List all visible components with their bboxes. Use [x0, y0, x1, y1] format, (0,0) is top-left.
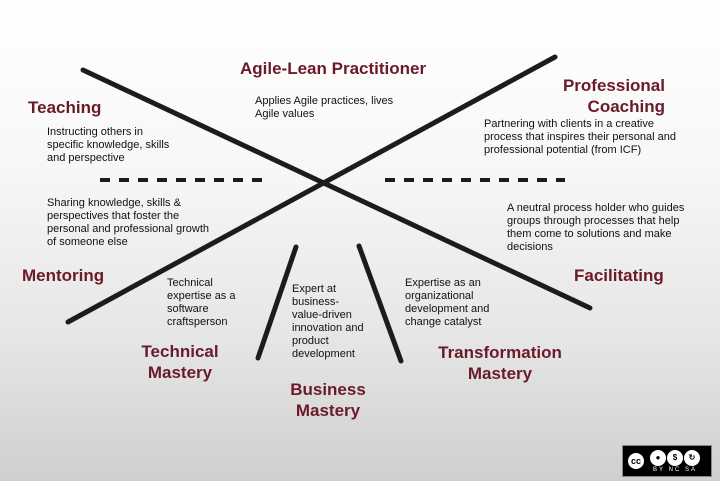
business-mastery-title: Business Mastery — [278, 379, 378, 421]
teaching-description: Instructing others in specific knowledge… — [47, 126, 170, 164]
facilitating-title: Facilitating — [574, 266, 664, 285]
business-mastery-description: Expert at business-value-driven innovati… — [292, 283, 364, 360]
sharealike-icon: ↻ — [684, 449, 700, 466]
license-nc-label: NC — [668, 466, 682, 473]
technical-mastery-title-line1: Technical — [141, 342, 219, 361]
business-mastery-title-line2: Mastery — [295, 401, 361, 420]
professional-coaching-title: Professional Coaching — [540, 75, 665, 117]
cc-license-terms: ● $ ↻ BY NC SA — [650, 449, 700, 473]
noncommercial-icon: $ — [667, 449, 683, 466]
license-sa-label: SA — [684, 466, 697, 473]
cc-icon: cc — [626, 451, 646, 471]
transformation-mastery-title: Transformation Mastery — [430, 342, 570, 384]
mastery-line-left — [255, 244, 299, 361]
mastery-line-right — [356, 243, 404, 364]
mentoring-description: Sharing knowledge, skills & perspectives… — [47, 197, 210, 248]
business-mastery-title-line1: Business — [290, 380, 366, 399]
center-description: Applies Agile practices, lives Agile val… — [255, 95, 394, 120]
transformation-mastery-title-line2: Mastery — [467, 364, 533, 383]
cc-license-labels: BY NC SA — [653, 467, 697, 473]
mentoring-title: Mentoring — [22, 266, 105, 285]
teaching-title: Teaching — [28, 98, 102, 117]
technical-mastery-description: Technical expertise as a software crafts… — [167, 277, 236, 328]
technical-mastery-title-line2: Mastery — [147, 363, 213, 382]
technical-mastery-title: Technical Mastery — [130, 341, 230, 383]
center-title: Agile-Lean Practitioner — [240, 59, 427, 78]
license-by-label: BY — [653, 466, 665, 473]
diagonal-line-ascending — [65, 54, 558, 325]
attribution-icon: ● — [650, 449, 666, 466]
creative-commons-badge: cc ● $ ↻ BY NC SA — [622, 445, 712, 477]
professional-coaching-description: Partnering with clients in a creative pr… — [484, 118, 676, 156]
diagonal-line-descending — [80, 67, 593, 311]
professional-coaching-title-line2: Coaching — [587, 97, 665, 116]
professional-coaching-title-line1: Professional — [562, 76, 665, 95]
transformation-mastery-title-line1: Transformation — [438, 343, 562, 362]
transformation-mastery-description: Expertise as an organizational developme… — [405, 277, 490, 328]
facilitating-description: A neutral process holder who guides grou… — [507, 202, 685, 253]
